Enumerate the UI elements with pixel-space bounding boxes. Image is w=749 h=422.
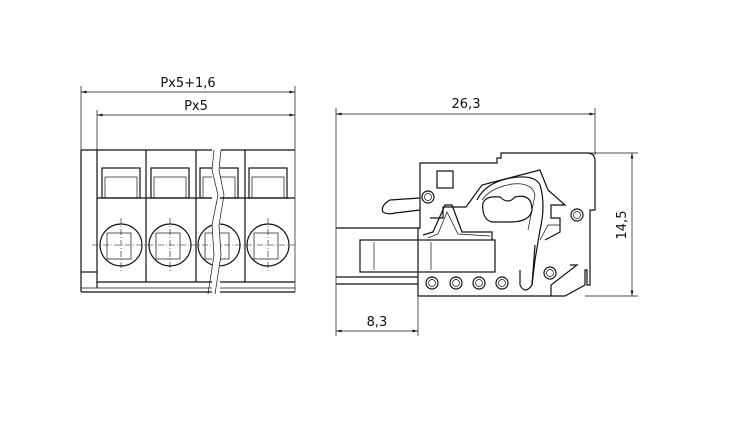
dim-label-overall: Px5+1,6 <box>160 76 215 91</box>
break-line <box>207 148 225 295</box>
front-view: Px5+1,6 Px5 <box>80 76 296 295</box>
connector-body-front <box>80 148 295 295</box>
wire-entries <box>92 218 295 272</box>
dim-label-insert: 8,3 <box>367 315 388 330</box>
dim-label-length: 26,3 <box>452 97 481 112</box>
dim-label-height: 14,5 <box>615 211 630 240</box>
dimension-length: 26,3 <box>335 97 596 336</box>
side-view: 26,3 14,5 8,3 <box>335 97 638 336</box>
terminal-slots <box>101 167 288 199</box>
dimension-insert: 8,3 <box>336 290 419 336</box>
contact-holes <box>421 190 584 290</box>
dimension-height: 14,5 <box>550 152 638 297</box>
dimension-pitch: Px5 <box>96 99 295 150</box>
dim-label-pitch: Px5 <box>184 99 208 114</box>
connector-body-side <box>336 152 596 297</box>
